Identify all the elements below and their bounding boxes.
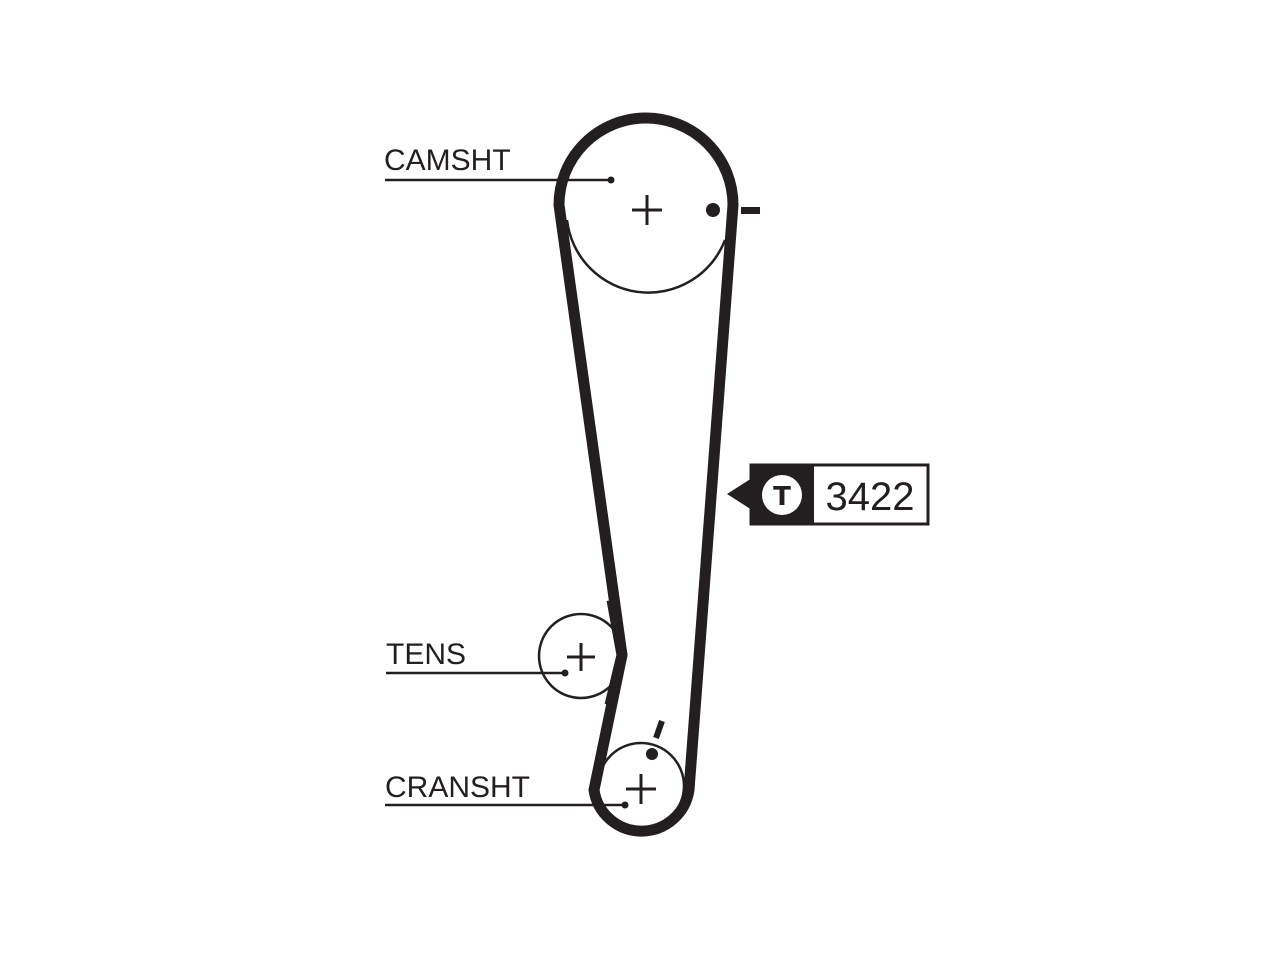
camshaft-pulley [565,219,727,294]
camshaft-timing-mark [741,207,760,214]
crankshaft-leader-dot [621,801,629,809]
part-number: 3422 [826,475,915,519]
tag-pointer [727,478,752,510]
camshaft-leader-dot [607,176,615,184]
camshaft-timing-dot [706,203,720,217]
tag-frame [749,463,930,526]
crankshaft-timing-mark [653,720,665,739]
camshaft-center-icon [632,195,662,225]
timing-belt-tensioner-contact [604,599,628,707]
crankshaft-center-icon [626,774,656,804]
tensioner-center-icon [567,643,595,671]
timing-belt [553,112,739,837]
tensioner-leader-dot [561,669,569,677]
crankshaft-timing-dot [646,748,658,760]
tag-icon-letter: T [773,482,791,512]
tensioner-label: TENS [386,638,466,671]
part-number-tag: T 3422 [727,463,930,526]
camshaft-label: CAMSHT [384,144,511,177]
crankshaft-label: CRANSHT [385,771,530,804]
t-icon [762,475,802,515]
crankshaft-pulley [596,741,686,831]
